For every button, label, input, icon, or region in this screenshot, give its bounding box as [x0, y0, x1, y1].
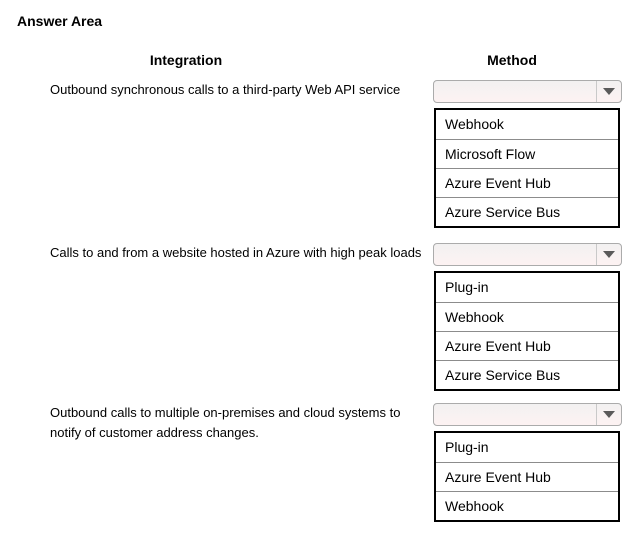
dropdown-option[interactable]: Azure Event Hub	[436, 331, 618, 360]
dropdown-arrow-button[interactable]	[596, 404, 621, 425]
dropdown-arrow-icon	[603, 411, 615, 418]
method-select[interactable]	[433, 403, 622, 426]
dropdown-option[interactable]: Azure Service Bus	[436, 360, 618, 389]
dropdown-option[interactable]: Webhook	[436, 110, 618, 139]
dropdown-option[interactable]: Azure Event Hub	[436, 168, 618, 197]
dropdown-arrow-icon	[603, 88, 615, 95]
dropdown-option[interactable]: Plug-in	[436, 273, 618, 302]
dropdown-arrow-button[interactable]	[596, 244, 621, 265]
dropdown-option[interactable]: Webhook	[436, 302, 618, 331]
dropdown-option[interactable]: Plug-in	[436, 433, 618, 462]
page-title: Answer Area	[17, 13, 103, 29]
integration-description: Outbound synchronous calls to a third-pa…	[50, 82, 401, 97]
integration-description: Calls to and from a website hosted in Az…	[50, 245, 422, 260]
dropdown-option[interactable]: Microsoft Flow	[436, 139, 618, 168]
method-select[interactable]	[433, 80, 622, 103]
dropdown-option[interactable]: Azure Event Hub	[436, 462, 618, 491]
dropdown-option[interactable]: Azure Service Bus	[436, 197, 618, 226]
dropdown-option[interactable]: Webhook	[436, 491, 618, 520]
column-header-integration: Integration	[149, 52, 223, 68]
dropdown-arrow-icon	[603, 251, 615, 258]
column-header-method: Method	[487, 52, 537, 68]
method-select[interactable]	[433, 243, 622, 266]
integration-description: Outbound calls to multiple on-premises a…	[50, 405, 401, 440]
dropdown-arrow-button[interactable]	[596, 81, 621, 102]
